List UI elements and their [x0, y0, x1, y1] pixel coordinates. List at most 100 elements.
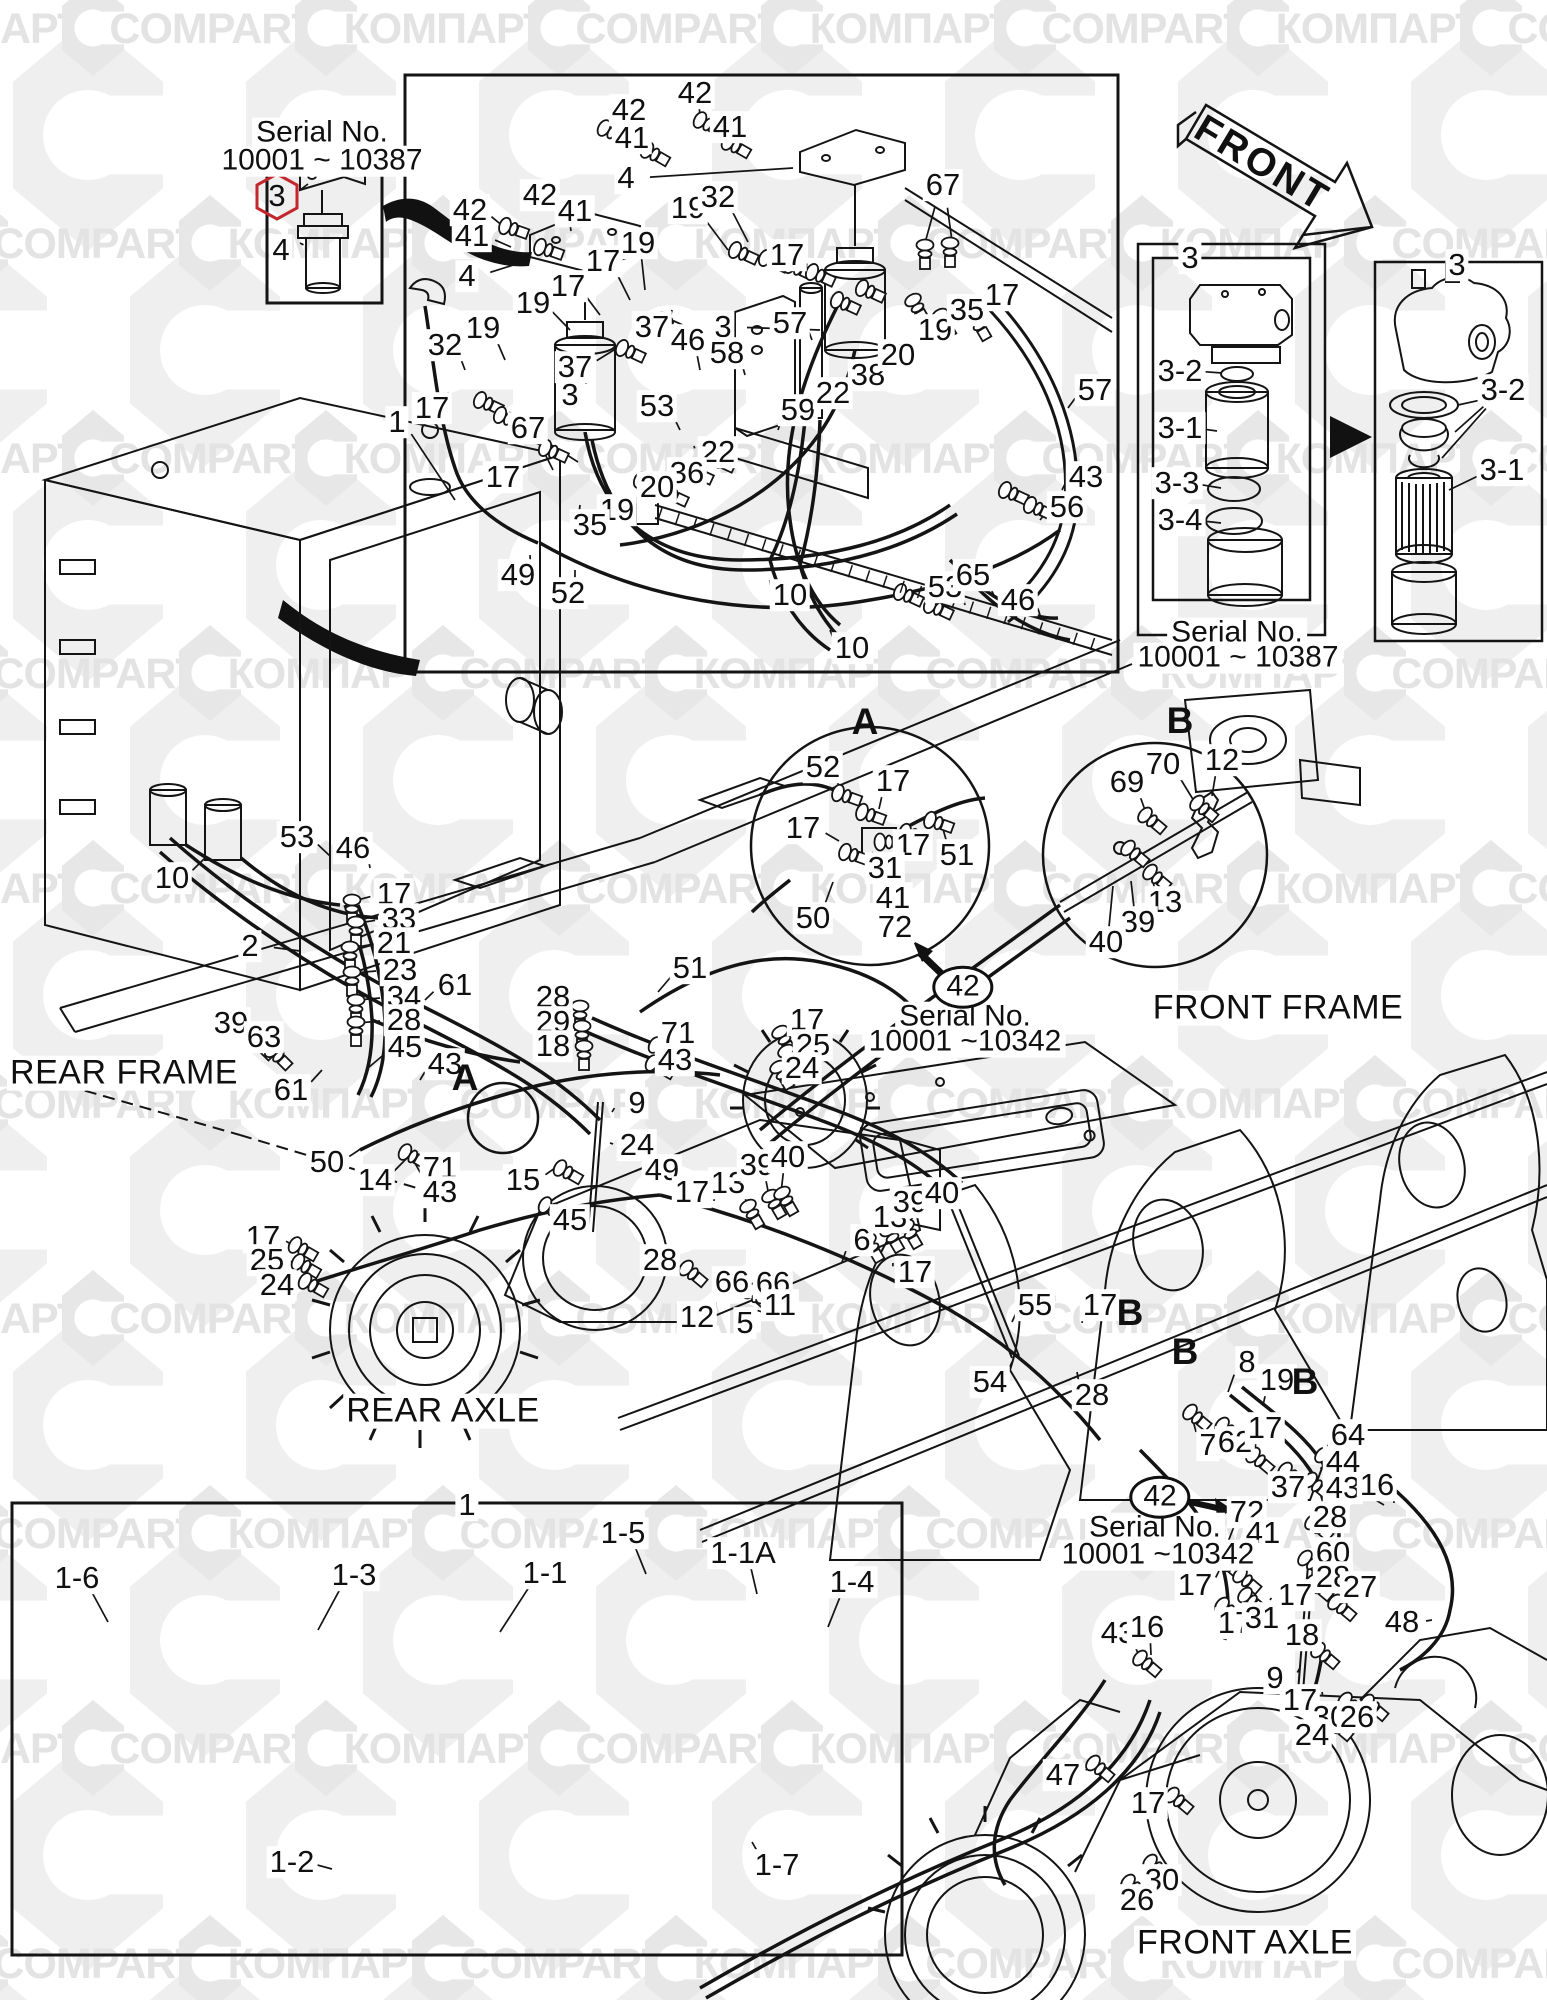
- callout-10: 10: [151, 862, 193, 894]
- callout-41: 41: [554, 195, 596, 227]
- svg-text:COMPART: COMPART: [925, 220, 1133, 268]
- callout-1-1A: 1-1A: [707, 1537, 779, 1569]
- callout-61: 61: [434, 969, 476, 1001]
- callout-50: 50: [792, 902, 834, 934]
- callout-1-6: 1-6: [51, 1562, 103, 1594]
- serial-note: 10001 ~10342: [864, 1026, 1066, 1058]
- section-label: FRONT FRAME: [1149, 990, 1407, 1026]
- callout-1: 1: [385, 406, 409, 438]
- callout-51: 51: [669, 952, 711, 984]
- callout-6: 6: [850, 1224, 874, 1256]
- svg-text:КОМПАРТ: КОМПАРТ: [810, 1725, 1016, 1773]
- callout-27: 27: [1339, 1571, 1381, 1603]
- box-label-1: 1: [455, 1489, 479, 1521]
- callout-43: 43: [1065, 461, 1107, 493]
- callout-43: 43: [1322, 1472, 1364, 1504]
- svg-text:COMPART: COMPART: [925, 1940, 1133, 1988]
- callout-17: 17: [482, 461, 524, 493]
- callout-17: 17: [411, 392, 453, 424]
- callout-71: 71: [657, 1017, 699, 1049]
- callout-51: 51: [936, 839, 978, 871]
- callout-2: 2: [238, 930, 262, 962]
- callout-47: 47: [1042, 1759, 1084, 1791]
- svg-text:COMPART: COMPART: [459, 650, 667, 698]
- detail-letter-B: B: [1116, 1292, 1144, 1334]
- callout-3: 3: [711, 311, 735, 343]
- callout-31: 31: [1241, 1602, 1283, 1634]
- callout-46: 46: [667, 324, 709, 356]
- box-label-3: 3: [1445, 249, 1469, 281]
- callout-22: 22: [812, 377, 854, 409]
- svg-text:КОМПАРТ: КОМПАРТ: [1276, 1295, 1482, 1343]
- callout-43: 43: [419, 1176, 461, 1208]
- callout-1-7: 1-7: [751, 1849, 803, 1881]
- callout-3-1: 3-1: [1154, 412, 1206, 444]
- callout-3-2: 3-2: [1154, 355, 1206, 387]
- svg-text:КОМПАРТ: КОМПАРТ: [1276, 5, 1482, 53]
- callout-41: 41: [451, 220, 493, 252]
- callout-17: 17: [1079, 1289, 1121, 1321]
- svg-text:COMPART: COMPART: [575, 5, 783, 53]
- svg-text:COMPART: COMPART: [1507, 1725, 1547, 1773]
- callout-24: 24: [256, 1269, 298, 1301]
- detail-letter-A: A: [451, 1057, 479, 1099]
- callout-1-2: 1-2: [266, 1846, 318, 1878]
- callout-17: 17: [1127, 1787, 1169, 1819]
- callout-17: 17: [1244, 1412, 1286, 1444]
- callout-53: 53: [276, 821, 318, 853]
- svg-text:КОМПАРТ: КОМПАРТ: [344, 1725, 550, 1773]
- callout-50: 50: [306, 1146, 348, 1178]
- callout-69: 69: [1106, 766, 1148, 798]
- callout-28: 28: [639, 1244, 681, 1276]
- callout-18: 18: [1281, 1619, 1323, 1651]
- svg-text:COMPART: COMPART: [0, 220, 201, 268]
- section-label: REAR AXLE: [343, 1393, 543, 1429]
- serial-note: 10001 ~10342: [1057, 1539, 1259, 1571]
- callout-53: 53: [636, 390, 678, 422]
- detail-letter-B: B: [1166, 700, 1194, 742]
- callout-17: 17: [1274, 1579, 1316, 1611]
- serial-note: Serial No.: [1085, 1512, 1225, 1544]
- callout-26: 26: [1116, 1884, 1158, 1916]
- callout-19: 19: [617, 227, 659, 259]
- callout-17: 17: [766, 239, 808, 271]
- callout-57: 57: [1074, 374, 1116, 406]
- callout-59: 59: [777, 394, 819, 426]
- callout-45: 45: [384, 1031, 426, 1063]
- callout-18: 18: [532, 1030, 574, 1062]
- svg-text:КОМПАРТ: КОМПАРТ: [1276, 865, 1482, 913]
- callout-11: 11: [760, 1289, 800, 1321]
- callout-42: 42: [608, 94, 650, 126]
- callout-17: 17: [894, 1256, 936, 1288]
- callout-17: 17: [782, 812, 824, 844]
- callout-8: 8: [1235, 1346, 1259, 1378]
- callout-16: 16: [1356, 1469, 1398, 1501]
- callout-42: 42: [519, 179, 561, 211]
- svg-text:COMPART: COMPART: [1391, 220, 1547, 268]
- section-label: REAR FRAME: [7, 1055, 241, 1091]
- svg-text:КОМПАРТ: КОМПАРТ: [810, 1295, 1016, 1343]
- callout-16: 16: [1126, 1611, 1168, 1643]
- svg-text:COMPART: COMPART: [575, 1725, 783, 1773]
- callout-5: 5: [733, 1307, 757, 1339]
- callout-55: 55: [1014, 1289, 1056, 1321]
- callout-40: 40: [921, 1177, 963, 1209]
- callout-3-4: 3-4: [1154, 504, 1206, 536]
- callout-17: 17: [547, 270, 589, 302]
- callout-17: 17: [671, 1176, 713, 1208]
- callout-40: 40: [1085, 926, 1127, 958]
- callout-37: 37: [554, 351, 596, 383]
- callout-12: 12: [676, 1301, 718, 1333]
- callout-17: 17: [1174, 1569, 1216, 1601]
- callout-20: 20: [636, 471, 678, 503]
- svg-text:COMPART: COMPART: [109, 1725, 317, 1773]
- serial-note: 10001 ~ 10387: [217, 145, 427, 177]
- callout-65: 65: [952, 559, 994, 591]
- detail-letter-B: B: [1171, 1331, 1199, 1373]
- callout-14: 14: [354, 1164, 396, 1196]
- svg-text:COMPART: COMPART: [1507, 1295, 1547, 1343]
- svg-text:COMPART: COMPART: [109, 435, 317, 483]
- callout-37: 37: [1267, 1471, 1309, 1503]
- callout-31: 31: [864, 852, 906, 884]
